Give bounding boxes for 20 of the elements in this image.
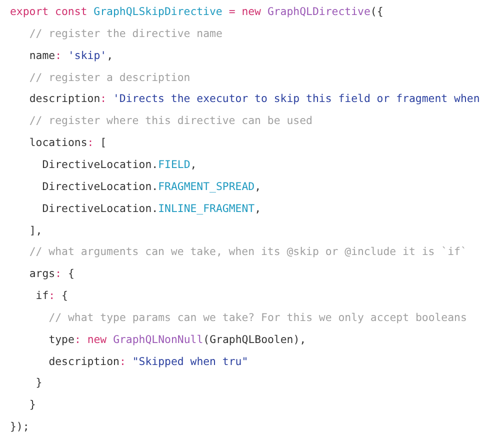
code-comment: // what type params can we take? For this we only accept booleans bbox=[48, 310, 467, 325]
code-comment: // register a description bbox=[29, 70, 190, 85]
code-line: DirectiveLocation.FRAGMENT_SPREAD, bbox=[42, 180, 262, 194]
code-line: description: "Skipped when tru" bbox=[48, 354, 248, 369]
code-line: locations: [ bbox=[29, 136, 107, 150]
code-line: description: 'Directs the executor to skip this field or fragment when bbox=[29, 92, 480, 106]
code-comment: // register the directive name bbox=[29, 26, 222, 41]
code-line: ], bbox=[29, 224, 42, 238]
code-line: if: { bbox=[36, 289, 68, 304]
code-line: DirectiveLocation.INLINE_FRAGMENT, bbox=[42, 202, 262, 216]
code-line: type: new GraphQLNonNull(GraphQLBoolen), bbox=[48, 332, 306, 347]
code-line: args: { bbox=[29, 267, 74, 282]
code-line: export const GraphQLSkipDirective = new GraphQLDirective({ bbox=[10, 5, 384, 19]
code-line: } bbox=[29, 398, 36, 412]
code-line: }); bbox=[10, 420, 30, 434]
code-comment: // what arguments can we take, when its @skip or @include it is `if` bbox=[29, 245, 467, 260]
code-line: DirectiveLocation.FIELD, bbox=[42, 158, 197, 172]
code-line: } bbox=[36, 376, 42, 390]
code-line: name: 'skip', bbox=[29, 48, 114, 63]
code-comment: // register where this directive can be used bbox=[29, 114, 312, 128]
